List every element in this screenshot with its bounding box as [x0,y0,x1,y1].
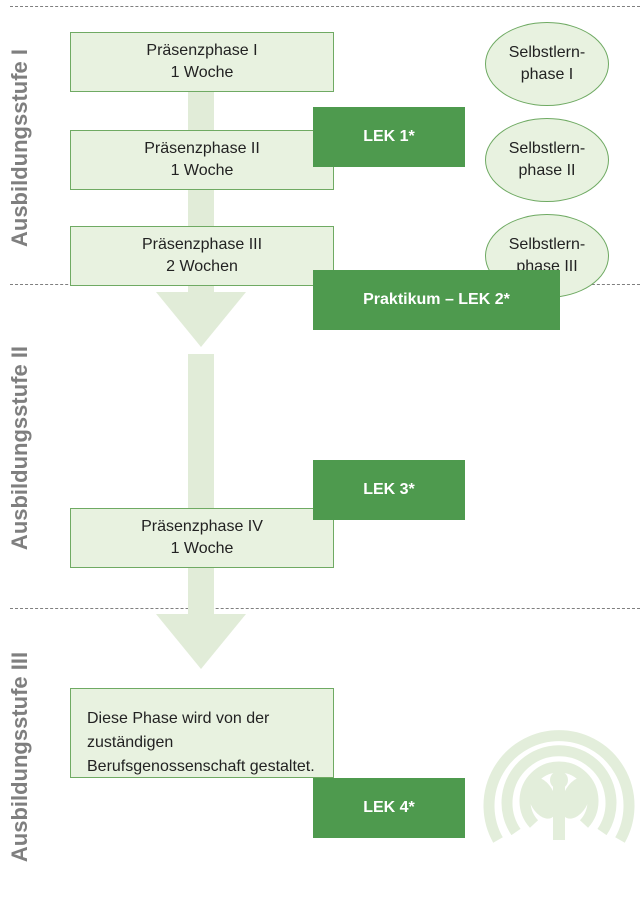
self-study-ellipse-1: Selbstlern- phase I [485,22,609,106]
stage-label-1-text: Ausbildungsstufe I [7,49,32,247]
self-study-2-line1: Selbstlern- [508,140,586,157]
lek-4-label: LEK 4* [363,799,415,816]
stage-label-2-text: Ausbildungsstufe II [7,345,32,551]
stage-divider-2-3 [10,608,640,609]
phase-box-2: Präsenzphase II 1 Woche [70,130,334,190]
phase-2-duration: 1 Woche [170,162,234,179]
lek-3-box: LEK 3* [313,460,465,520]
phase-3-duration: 2 Wochen [166,258,238,275]
phase-3-title: Präsenzphase III [141,236,263,253]
self-study-2-line2: phase II [518,162,576,179]
self-study-ellipse-2: Selbstlern- phase II [485,118,609,202]
phase-1-title: Präsenzphase I [146,42,258,59]
stage-3-description: Diese Phase wird von der zuständigen Ber… [87,710,315,775]
praktikum-lek-2-label: Praktikum – LEK 2* [363,291,510,308]
svlfg-logo-icon [483,730,635,843]
flow-arrow-head-2 [156,614,246,669]
phase-2-title: Präsenzphase II [144,140,260,157]
lek-4-box: LEK 4* [313,778,465,838]
self-study-1-line1: Selbstlern- [508,44,586,61]
stage-label-3-text: Ausbildungsstufe III [7,651,32,863]
lek-1-box: LEK 1* [313,107,465,167]
phase-box-1: Präsenzphase I 1 Woche [70,32,334,92]
phase-box-4: Präsenzphase IV 1 Woche [70,508,334,568]
lek-3-label: LEK 3* [363,481,415,498]
phase-box-3: Präsenzphase III 2 Wochen [70,226,334,286]
stage-divider-top [10,6,640,7]
phase-4-duration: 1 Woche [170,540,234,557]
flow-arrow-head-1 [156,292,246,347]
self-study-3-line1: Selbstlern- [508,236,586,253]
phase-1-duration: 1 Woche [170,64,234,81]
phase-4-title: Präsenzphase IV [141,518,263,535]
flow-arrow-stem-2 [188,354,214,616]
self-study-1-line2: phase I [520,66,574,83]
lek-1-label: LEK 1* [363,128,415,145]
stage-3-description-box: Diese Phase wird von der zuständigen Ber… [70,688,334,778]
praktikum-lek-2-box: Praktikum – LEK 2* [313,270,560,330]
